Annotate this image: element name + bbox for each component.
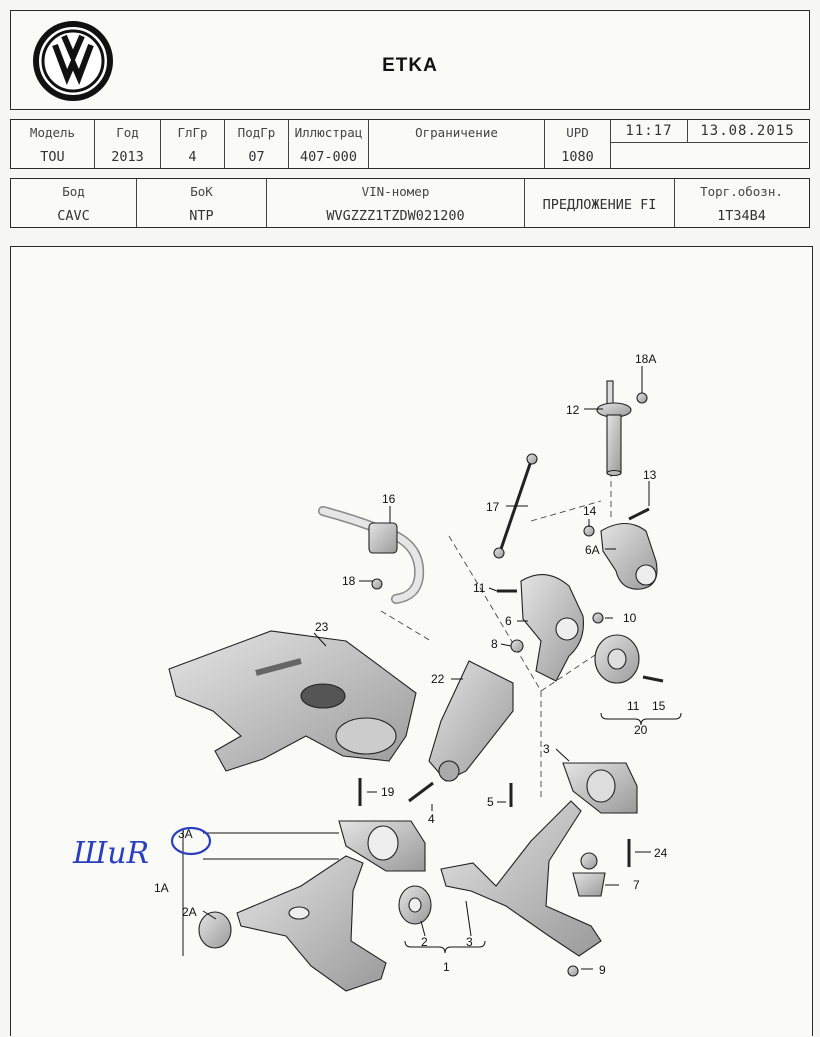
handwritten-circle [170,826,212,856]
upd-value: 1080 [561,149,594,165]
year-label: Год [116,125,139,140]
body-value: CAVC [57,208,90,224]
callout-3-lower: 3 [466,935,473,949]
callout-5: 5 [487,795,494,809]
strut-12 [596,380,632,477]
callout-18a-top: 18A [635,352,656,366]
gearbox-cell: БоК NTP [137,179,267,227]
time-value: 11:17 [625,123,673,139]
callout-1: 1 [443,960,450,974]
callout-18: 18 [342,574,356,588]
callout-10: 10 [623,611,637,625]
gearbox-value: NTP [189,208,214,224]
vin-value: WVGZZZ1TZDW021200 [326,208,465,224]
year-value: 2013 [111,149,144,165]
bracket-22 [428,660,514,782]
callout-24: 24 [654,846,668,860]
trade-value: 1T34B4 [717,208,766,224]
callout-8: 8 [491,637,498,651]
callout-11-upper: 11 [473,581,486,595]
callout-15: 15 [652,699,666,713]
control-arm-1a [236,855,387,992]
handwritten-note: ШuR [72,836,149,871]
illustration-cell: Иллюстрац 407-000 [289,120,369,168]
main-group-label: ГлГр [177,125,208,140]
subframe-23 [168,630,417,772]
vin-label: VIN-номер [361,184,430,199]
illustration-label: Иллюстрац [294,125,363,140]
callout-7: 7 [633,878,640,892]
control-arm-1 [440,800,602,957]
offer-value: ПРЕДЛОЖЕНИЕ FI [542,197,657,213]
illustration-value: 407-000 [300,149,357,165]
vw-logo-icon [33,21,113,101]
vehicle-code-row: Бод CAVC БоК NTP VIN-номер WVGZZZ1TZDW02… [10,178,810,228]
callout-4: 4 [428,812,435,826]
callout-1a: 1A [154,881,169,895]
callout-11-lower: 11 [627,699,640,713]
header-bar: ETKA [10,10,810,110]
app-title: ETKA [382,55,438,76]
callout-20: 20 [634,723,648,737]
date-value: 13.08.2015 [700,123,795,139]
restriction-cell: Ограничение [369,120,545,168]
gearbox-label: БоК [190,184,213,199]
callout-2: 2 [421,935,428,949]
callout-12: 12 [566,403,580,417]
sub-group-label: ПодГр [237,125,276,140]
upd-cell: UPD 1080 [545,120,611,168]
offer-cell: ПРЕДЛОЖЕНИЕ FI [525,179,675,227]
body-label: Бод [62,184,85,199]
handwritten-annotation: ШuR [72,826,212,871]
sub-group-value: 07 [248,149,265,165]
vehicle-info-row: Модель TOU Год 2013 ГлГр 4 ПодГр 07 Иллю… [10,119,810,169]
main-group-cell: ГлГр 4 [161,120,225,168]
callout-17: 17 [486,500,500,514]
callout-13: 13 [643,468,657,482]
callout-23: 23 [315,620,329,634]
callout-6a: 6A [585,543,600,557]
model-cell: Модель TOU [11,120,95,168]
restriction-label: Ограничение [415,125,498,140]
datetime-cell: 11:17 13.08.2015 [611,120,808,168]
trade-cell: Торг.обозн. 1T34B4 [675,179,808,227]
callout-2a: 2A [182,905,197,919]
main-group-value: 4 [188,149,197,165]
callout-16: 16 [382,492,396,506]
trade-label: Торг.обозн. [700,184,783,199]
callout-3-upper: 3 [543,742,550,756]
callout-19: 19 [381,785,395,799]
upd-label: UPD [566,125,589,140]
body-cell: Бод CAVC [11,179,137,227]
model-value: TOU [40,149,65,165]
model-label: Модель [29,125,76,140]
callout-22: 22 [431,672,445,686]
year-cell: Год 2013 [95,120,161,168]
callout-14: 14 [583,504,597,518]
callout-9: 9 [599,963,606,977]
parts-diagram: 18A 12 13 14 6A 16 17 18 11 6 10 8 23 22… [10,246,813,1036]
callout-6: 6 [505,614,512,628]
exploded-view-svg: 18A 12 13 14 6A 16 17 18 11 6 10 8 23 22… [72,352,682,992]
vin-cell: VIN-номер WVGZZZ1TZDW021200 [267,179,525,227]
sub-group-cell: ПодГр 07 [225,120,289,168]
